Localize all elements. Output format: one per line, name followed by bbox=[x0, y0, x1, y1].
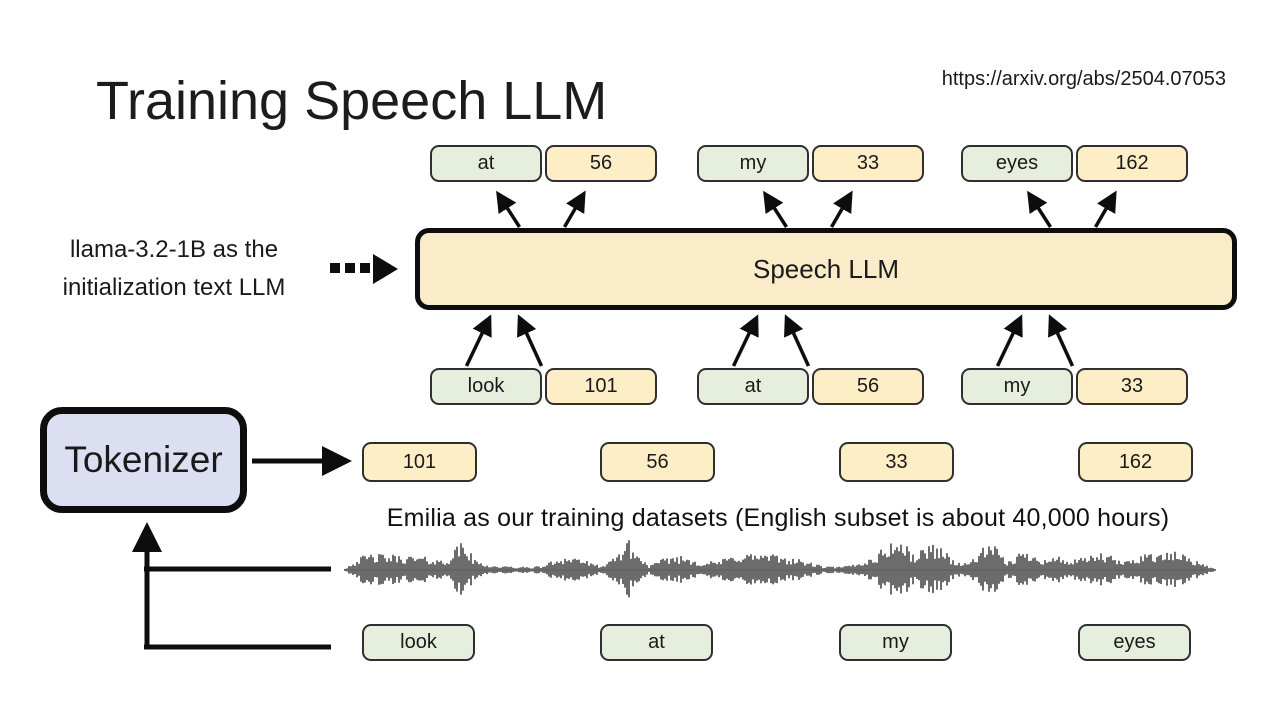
dotted-arrow bbox=[330, 254, 398, 284]
out-arrow-right-1 bbox=[829, 190, 853, 228]
input-pair-1-token-box: 56 bbox=[812, 368, 924, 405]
in-arrow-left-2 bbox=[995, 314, 1023, 367]
tokenizer-box: Tokenizer bbox=[40, 407, 247, 513]
out-arrow-left-0 bbox=[496, 190, 521, 228]
token-row-box-3: 162 bbox=[1078, 442, 1193, 482]
word-row-box-3: eyes bbox=[1078, 624, 1191, 661]
in-arrow-right-0 bbox=[517, 314, 544, 367]
dotted-arrow-dash-0 bbox=[330, 263, 340, 273]
in-arrow-left-1 bbox=[731, 314, 759, 367]
speech-llm-box: Speech LLM bbox=[415, 228, 1237, 310]
out-arrow-right-0 bbox=[562, 190, 586, 228]
token-row-box-2: 33 bbox=[839, 442, 954, 482]
output-pair-0-word-box: at bbox=[430, 145, 542, 182]
slide-title: Training Speech LLM bbox=[96, 71, 608, 131]
dataset-note: Emilia as our training datasets (English… bbox=[386, 504, 1170, 532]
waveform-bars bbox=[344, 540, 1216, 598]
input-pair-0-word-box: look bbox=[430, 368, 542, 405]
out-arrow-right-2 bbox=[1093, 190, 1117, 228]
arxiv-url: https://arxiv.org/abs/2504.07053 bbox=[941, 68, 1226, 90]
speech-llm-label: Speech LLM bbox=[753, 253, 899, 284]
dotted-arrow-head bbox=[373, 254, 398, 284]
llama-init-note-line1: llama-3.2-1B as the bbox=[69, 236, 279, 263]
llama-init-note-line2: initialization text LLM bbox=[62, 274, 286, 301]
input-pair-0-token-box: 101 bbox=[545, 368, 657, 405]
connector-arrows bbox=[132, 190, 1117, 650]
word-row-box-0: look bbox=[362, 624, 475, 661]
in-arrow-right-1 bbox=[784, 314, 811, 367]
out-arrow-left-2 bbox=[1027, 190, 1052, 228]
output-pair-1-word-box: my bbox=[697, 145, 809, 182]
tokenizer-label: Tokenizer bbox=[64, 439, 223, 480]
llama-init-note: llama-3.2-1B as the initialization text … bbox=[26, 231, 322, 307]
word-row-box-1: at bbox=[600, 624, 713, 661]
input-pair-2-token-box: 33 bbox=[1076, 368, 1188, 405]
output-pair-2-word-box: eyes bbox=[961, 145, 1073, 182]
token-row-box-0: 101 bbox=[362, 442, 477, 482]
audio-waveform bbox=[344, 540, 1216, 598]
word-row-box-2: my bbox=[839, 624, 952, 661]
dotted-arrow-dash-1 bbox=[345, 263, 355, 273]
input-pair-1-word-box: at bbox=[697, 368, 809, 405]
in-arrow-right-2 bbox=[1048, 314, 1075, 367]
in-arrow-left-0 bbox=[464, 314, 492, 367]
output-pair-2-token-box: 162 bbox=[1076, 145, 1188, 182]
out-arrow-left-1 bbox=[763, 190, 788, 228]
input-pair-2-word-box: my bbox=[961, 368, 1073, 405]
token-row-box-1: 56 bbox=[600, 442, 715, 482]
dotted-arrow-dash-2 bbox=[360, 263, 370, 273]
output-pair-1-token-box: 33 bbox=[812, 145, 924, 182]
output-pair-0-token-box: 56 bbox=[545, 145, 657, 182]
